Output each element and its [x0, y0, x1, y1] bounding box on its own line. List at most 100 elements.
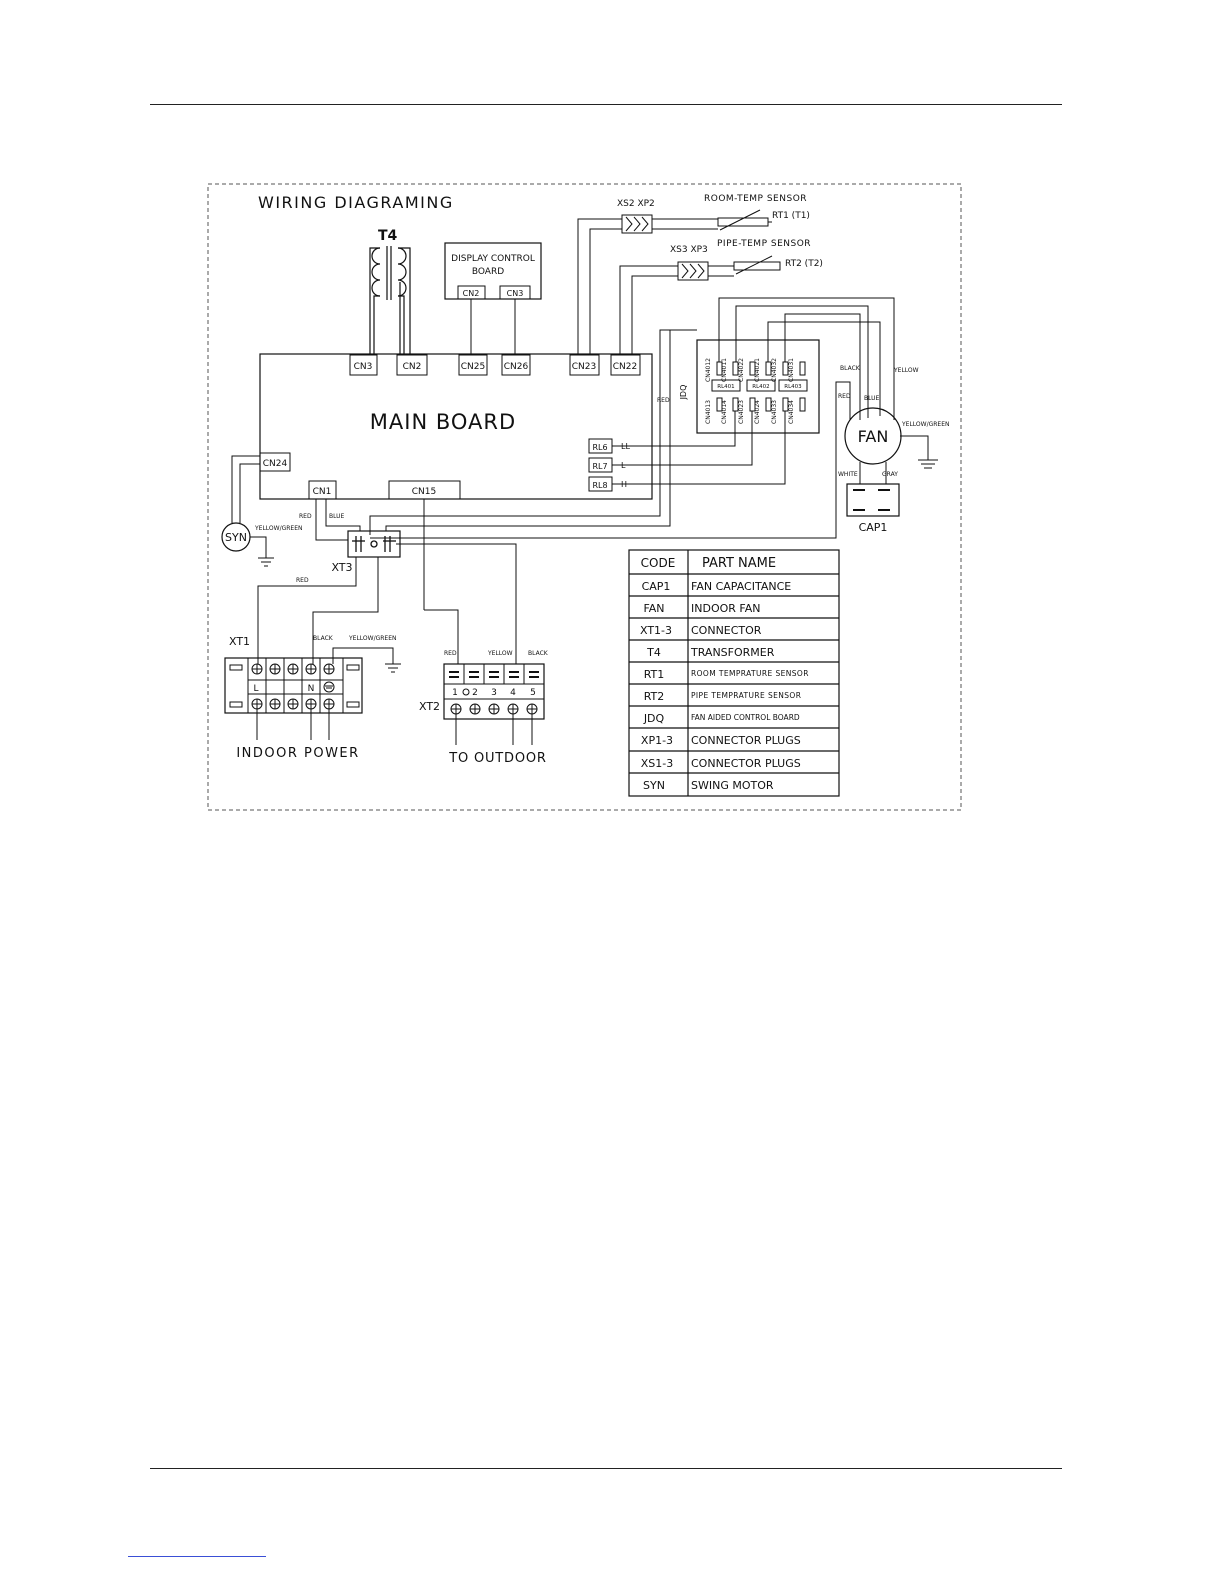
diagram-frame [207, 183, 962, 811]
mb-cn25: CN25 [461, 362, 485, 372]
footer-link-underline[interactable] [128, 1556, 266, 1557]
svg-text:JDQ: JDQ [643, 712, 665, 725]
xt2-num-4: 4 [510, 688, 516, 698]
svg-text:CN4023: CN4023 [738, 400, 745, 424]
jdq-relay-2: RL402 [752, 384, 769, 390]
xt3-label: XT3 [331, 561, 352, 574]
svg-text:CN4034: CN4034 [788, 400, 795, 424]
rt2-label: RT2 (T2) [785, 259, 823, 269]
relay-outputs [588, 438, 652, 492]
svg-text:SYN: SYN [643, 779, 665, 792]
table-codes: CAP1 FAN XT1-3 T4 RT1 RT2 JDQ XP1-3 XS1-… [640, 580, 673, 792]
jdq-label: JDQ [679, 385, 688, 401]
xs3-xp3-label: XS3 XP3 [670, 245, 708, 255]
xt1-detail [229, 647, 401, 740]
cn1-blue: BLUE [329, 513, 345, 520]
svg-text:CN4033: CN4033 [771, 400, 778, 424]
xt1-label: XT1 [229, 635, 250, 648]
transformer-t4 [369, 246, 411, 355]
svg-text:XT1-3: XT1-3 [640, 624, 672, 637]
to-outdoor-caption: TO OUTDOOR [448, 751, 547, 766]
jdq-board [696, 339, 820, 434]
svg-text:ROOM TEMPRATURE SENSOR: ROOM TEMPRATURE SENSOR [691, 669, 809, 678]
wire-label-red-main: RED [657, 397, 670, 404]
svg-text:CN4011: CN4011 [721, 358, 728, 382]
xt1-l: L [253, 684, 258, 694]
fan-yellow-green: YELLOW/GREEN [901, 421, 950, 428]
fan-yellow: YELLOW [893, 367, 919, 374]
jdq-wiring [369, 297, 895, 535]
cn1-wiring [257, 499, 671, 664]
syn-yellow-green: YELLOW/GREEN [254, 525, 303, 532]
svg-text:CN4022: CN4022 [738, 358, 745, 382]
mb-cn15: CN15 [412, 487, 436, 497]
svg-text:CONNECTOR PLUGS: CONNECTOR PLUGS [691, 757, 801, 770]
xs2-xp2-label: XS2 XP2 [617, 199, 655, 209]
svg-text:CN4031: CN4031 [788, 358, 795, 382]
svg-text:INDOOR FAN: INDOOR FAN [691, 602, 760, 615]
fan-wiring [370, 381, 938, 539]
svg-text:T4: T4 [646, 646, 661, 659]
xt2-red: RED [444, 650, 457, 657]
room-temp-label: ROOM-TEMP SENSOR [704, 194, 807, 204]
svg-text:CONNECTOR PLUGS: CONNECTOR PLUGS [691, 734, 801, 747]
mb-cn22: CN22 [613, 362, 637, 372]
xt3-terminals [352, 536, 396, 552]
svg-text:XP1-3: XP1-3 [641, 734, 673, 747]
svg-text:FAN AIDED CONTROL BOARD: FAN AIDED CONTROL BOARD [691, 713, 800, 722]
jdq-bottom-pins: CN4013 CN4014 CN4023 CN4024 CN4033 CN403… [705, 400, 795, 424]
cn1-red: RED [299, 513, 312, 520]
mb-cn1: CN1 [313, 487, 332, 497]
rl7: RL7 [592, 462, 607, 471]
xt2-num-1: 1 [452, 688, 458, 698]
xt1-yellow-green: YELLOW/GREEN [348, 635, 397, 642]
display-board-line1: DISPLAY CONTROL [451, 254, 535, 264]
xt2-yellow: YELLOW [487, 650, 513, 657]
fan-label: FAN [858, 427, 889, 446]
svg-text:CN4032: CN4032 [771, 358, 778, 382]
jdq-relay-3: RL403 [784, 384, 802, 390]
rl6-ll: LL [621, 442, 630, 451]
display-cn3: CN3 [507, 289, 524, 298]
jdq-top-pins: CN4012 CN4011 CN4022 CN4021 CN4032 CN403… [705, 358, 795, 382]
display-cn2: CN2 [463, 289, 480, 298]
rl6: RL6 [592, 443, 607, 452]
xt1-black: BLACK [313, 635, 334, 642]
diagram-title: WIRING DIAGRAMING [258, 193, 454, 212]
table-header-part-name: PART NAME [702, 556, 776, 571]
rt1-label: RT1 (T1) [772, 211, 810, 221]
pipe-temp-sensor [619, 255, 781, 355]
xt1-terminal-block [224, 657, 363, 714]
svg-text:FAN CAPACITANCE: FAN CAPACITANCE [691, 580, 791, 593]
svg-text:CN4021: CN4021 [754, 358, 761, 382]
syn-wiring [231, 455, 274, 567]
main-board-label: MAIN BOARD [370, 410, 516, 434]
fan-white: WHITE [838, 471, 858, 478]
mb-cn1-box [308, 480, 337, 500]
mb-cn23: CN23 [572, 362, 596, 372]
cap1-box [846, 483, 900, 517]
parts-table [628, 549, 840, 797]
table-header-code: CODE [641, 556, 676, 570]
mb-cn24-box [259, 452, 291, 472]
mb-cn24: CN24 [263, 459, 288, 469]
svg-text:RT1: RT1 [644, 668, 665, 681]
fan-red: RED [838, 393, 851, 400]
syn-label: SYN [225, 531, 247, 544]
cap1-label: CAP1 [859, 521, 888, 534]
fan-blue: BLUE [864, 395, 880, 402]
jdq-relay-1: RL401 [717, 384, 734, 390]
xt2-label: XT2 [419, 700, 440, 713]
mb-cn26: CN26 [504, 362, 529, 372]
svg-text:CN4024: CN4024 [754, 400, 761, 424]
xt2-num-5: 5 [530, 688, 536, 698]
svg-text:TRANSFORMER: TRANSFORMER [690, 646, 775, 659]
xt2-num-2: 2 [472, 688, 478, 698]
svg-text:CAP1: CAP1 [642, 580, 671, 593]
xt2-black: BLACK [528, 650, 549, 657]
xt2-num-3: 3 [491, 688, 497, 698]
jdq-relays [711, 361, 808, 412]
rl8-h: H [621, 480, 627, 489]
